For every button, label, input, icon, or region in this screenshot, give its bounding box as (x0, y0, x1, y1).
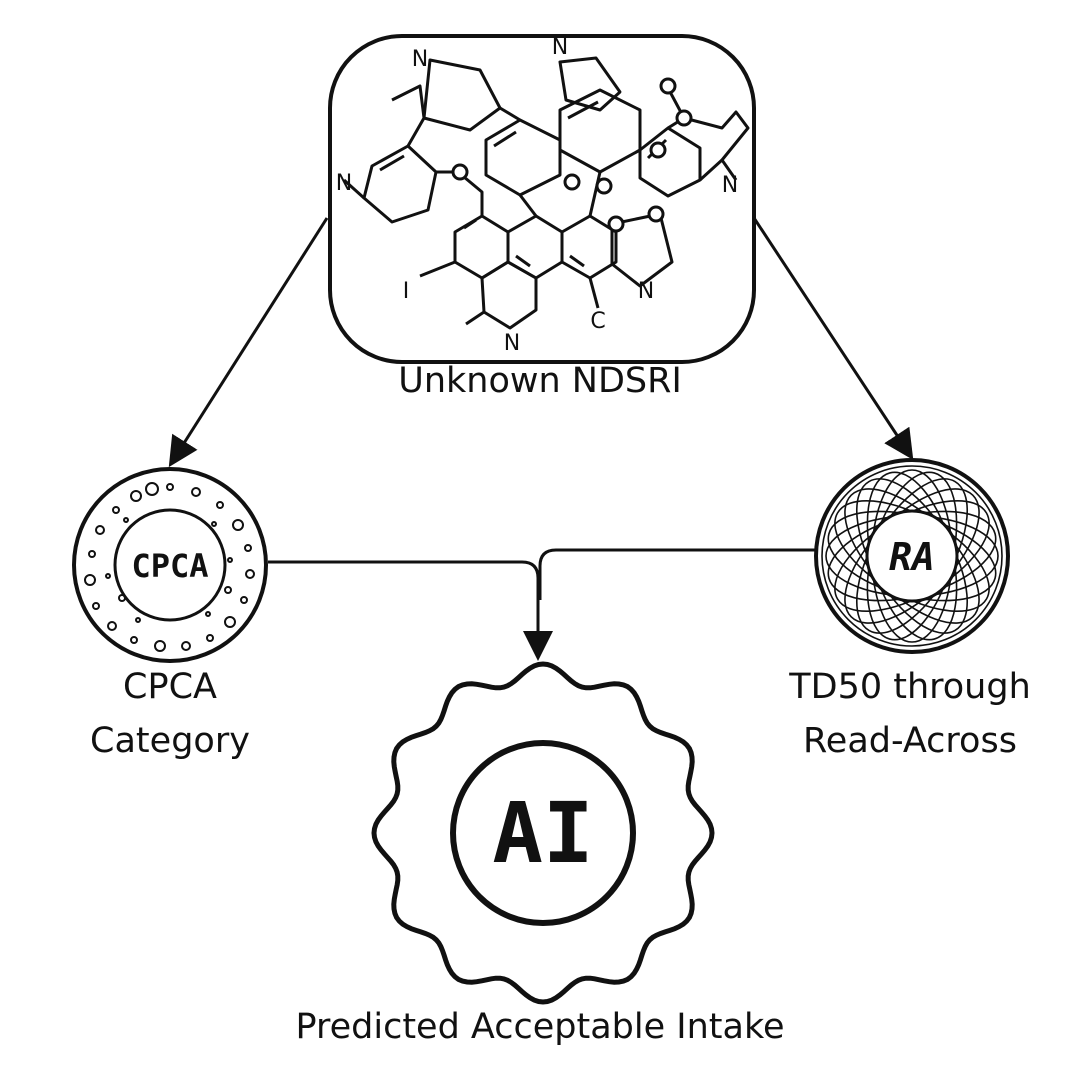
arrow-ndsri-to-cpca (168, 217, 329, 468)
read-across-label-line: Read-Across (803, 721, 1017, 761)
read-across-label-line: TD50 through (789, 667, 1031, 707)
cpca-inner-ring (113, 508, 227, 622)
atom-label: N (336, 171, 352, 196)
ai-seal: AI (371, 661, 715, 1005)
ndsri-label: Unknown NDSRI (398, 361, 682, 401)
connectors (168, 217, 914, 661)
molecule-drawing (342, 56, 750, 330)
ai-seal-inner-ring (450, 740, 636, 926)
cpca-badge: CPCA (72, 467, 268, 663)
cpca-label-line: CPCA (123, 667, 217, 707)
atom-label: C (590, 309, 605, 334)
cpca-label-line: Category (90, 721, 250, 761)
atom-label: N (412, 47, 428, 72)
read-across-label: TD50 through Read-Across (750, 660, 1070, 768)
cpca-category-label: CPCA Category (40, 660, 300, 768)
atom-label: N (638, 279, 654, 304)
cpca-badge-text: CPCA (131, 547, 208, 585)
read-across-inner-disc (865, 509, 959, 603)
atom-labels: N N N N N N I C (336, 35, 738, 356)
read-across-badge: RA (814, 458, 1010, 654)
ndsri-structure-panel: N N N N N N I C (328, 34, 756, 364)
connector-read-across-to-ai (538, 548, 820, 600)
atom-label: I (403, 279, 410, 304)
read-across-badge-text: RA (889, 535, 935, 579)
atom-label: N (552, 35, 568, 60)
ndsri-frame (328, 34, 756, 364)
connector-cpca-to-ai (268, 560, 553, 661)
cpca-dots (84, 482, 255, 652)
atom-label: N (504, 331, 520, 356)
ai-badge-text: AI (492, 784, 593, 882)
atom-label: N (722, 173, 738, 198)
arrow-ndsri-to-read-across (752, 217, 914, 461)
predicted-acceptable-intake-label: Predicted Acceptable Intake (295, 1007, 785, 1047)
